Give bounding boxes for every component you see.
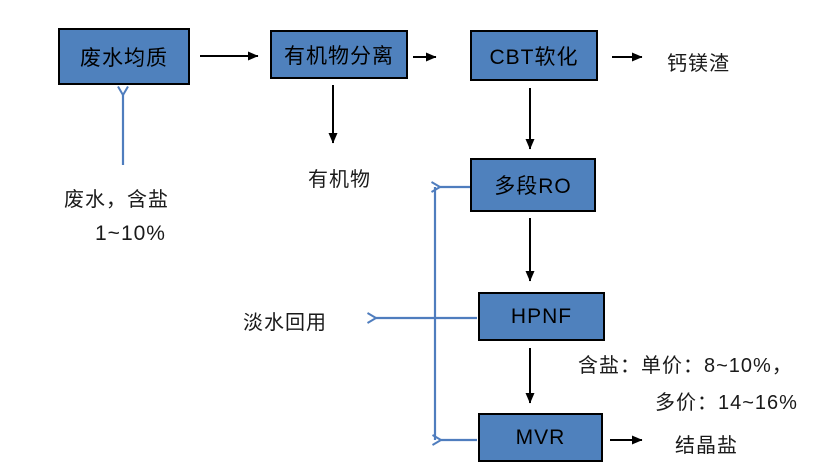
box-cbt-softening: CBT软化 xyxy=(470,30,598,81)
box-multistage-ro: 多段RO xyxy=(470,158,596,212)
box-mvr: MVR xyxy=(478,413,603,462)
box-hpnf: HPNF xyxy=(478,292,605,341)
label-organics: 有机物 xyxy=(308,169,371,191)
label-crystallized-salt: 结晶盐 xyxy=(675,435,738,457)
label-salt-content-monovalent: 含盐：单价：8~10%， xyxy=(578,355,793,377)
label-salt-content-multivalent: 多价：14~16% xyxy=(655,392,798,414)
box-wastewater-homogenization: 废水均质 xyxy=(58,28,190,85)
label-feed-salinity: 1~10% xyxy=(95,222,166,245)
label-ca-mg-residue: 钙镁渣 xyxy=(667,53,730,75)
label-freshwater-reuse: 淡水回用 xyxy=(243,312,327,334)
box-organic-separation: 有机物分离 xyxy=(270,30,408,79)
label-feed-wastewater: 废水，含盐 xyxy=(64,189,169,211)
